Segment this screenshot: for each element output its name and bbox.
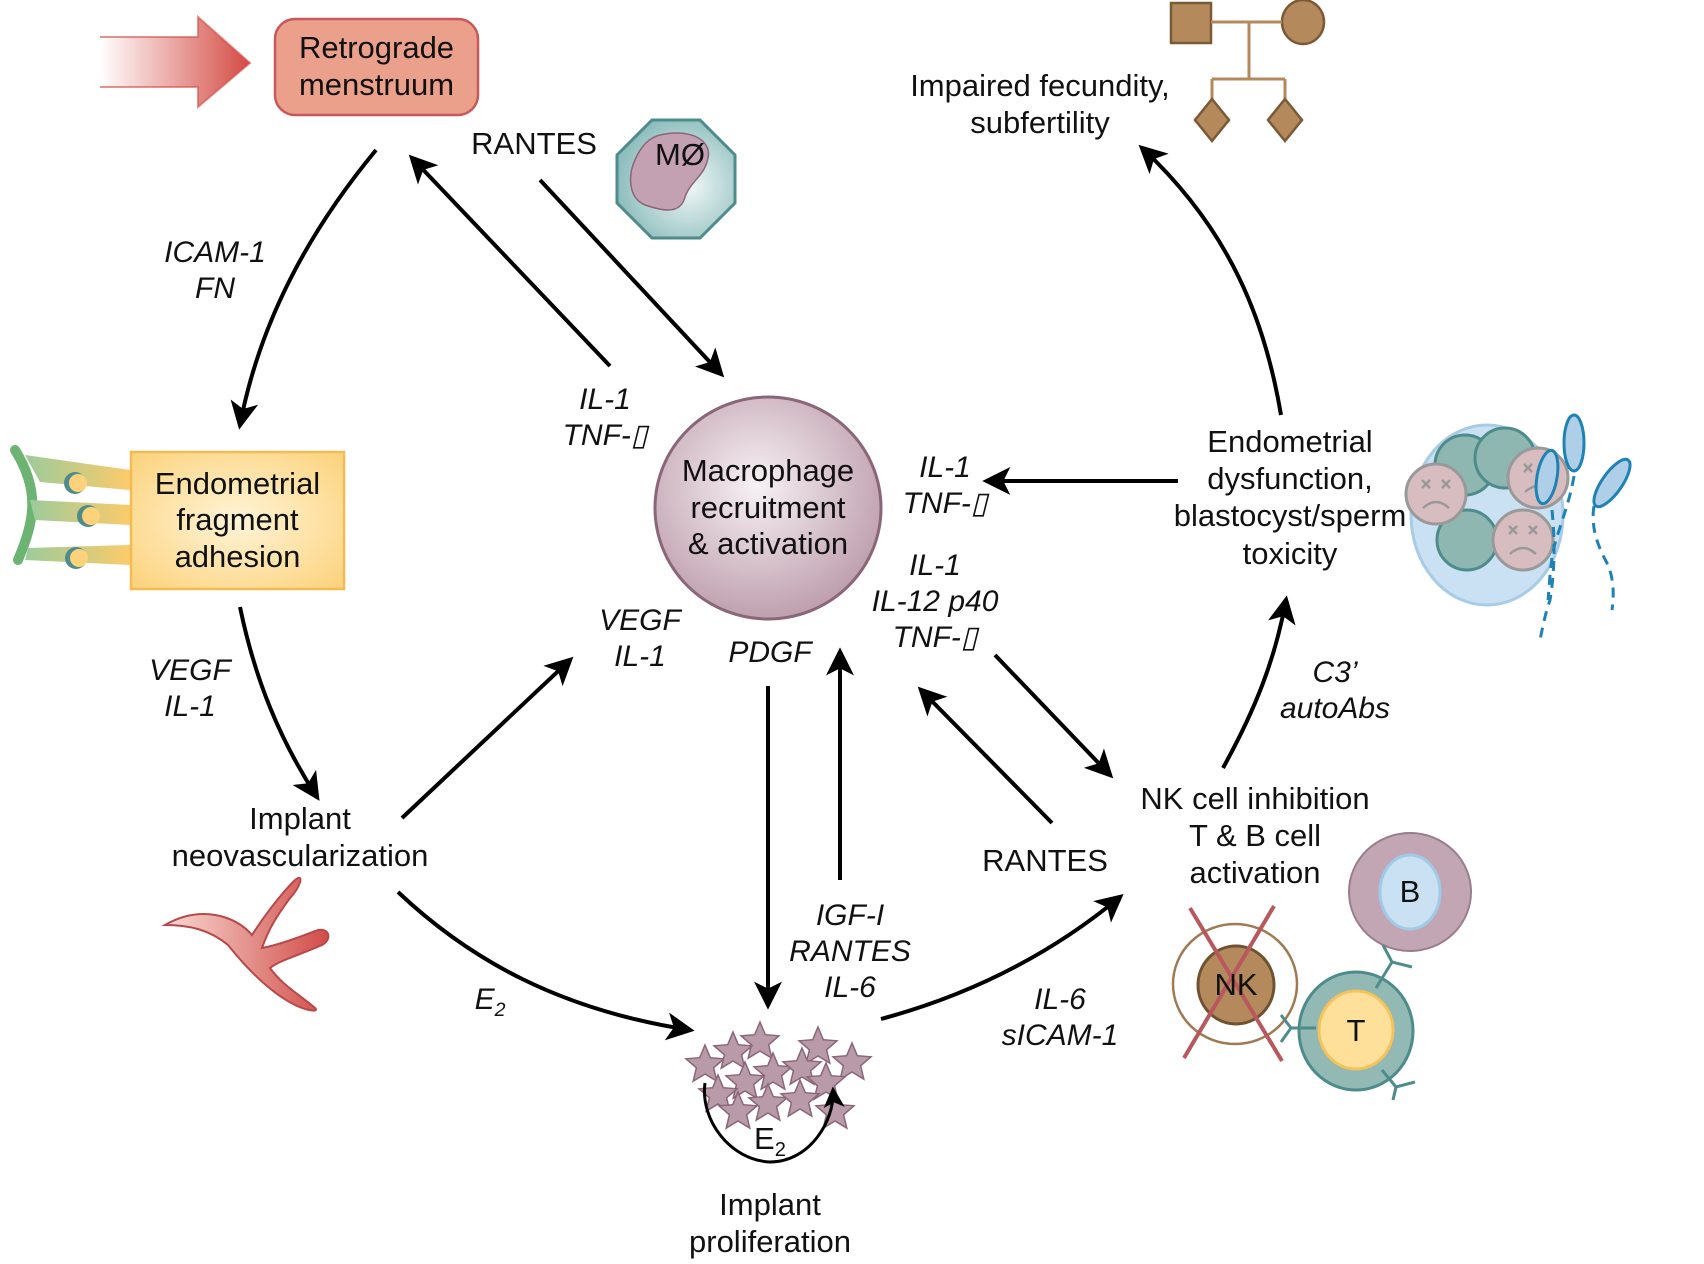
arrow-neovasc-to-proliferation: [396, 890, 695, 1041]
label-pdgf: PDGF: [728, 636, 812, 669]
macrophage-activation-circle: [653, 395, 883, 621]
implant-cell-star: [752, 1051, 794, 1091]
t-cell-label: T: [1346, 1013, 1366, 1048]
e2-text: E: [474, 983, 495, 1016]
e2-loop-subscript: 2: [774, 1139, 786, 1162]
label-rantes-right: RANTES: [982, 843, 1108, 878]
implant-cell-star: [747, 1082, 789, 1122]
implant-cells-icon: [684, 1020, 873, 1130]
t-cell-icon: [1279, 944, 1416, 1101]
label-e2-arrow: E2: [460, 982, 520, 1022]
blastocyst-icon: [1404, 423, 1570, 607]
retrograde-flow-arrow-icon: [100, 14, 252, 110]
nk-cell-label: NK: [1214, 967, 1258, 1002]
arrow-proliferation-to-nk: [880, 894, 1124, 1021]
arrow-nk-to-macrophage: [917, 686, 1054, 825]
arrow-adhesion-to-neovasc: [238, 606, 320, 801]
arrow-neovasc-to-macrophage: [400, 656, 574, 820]
macrophage-cell-icon: [615, 118, 737, 240]
blood-vessel-icon: [161, 877, 330, 1012]
implant-cell-star: [739, 1020, 781, 1060]
sperm-icon: [1534, 413, 1632, 641]
b-cell-label: B: [1399, 874, 1421, 909]
adhesion-tethers-icon: [10, 445, 130, 569]
implant-cell-star: [779, 1078, 821, 1118]
label-c3-autoabs: C3’autoAbs: [1279, 656, 1391, 725]
arrow-macrophage-to-nk: [993, 653, 1114, 779]
arrow-retrograde-to-adhesion: [230, 148, 378, 430]
e2-subscript: 2: [494, 999, 506, 1021]
macrophage-icon-label: MØ: [655, 137, 705, 172]
arrow-dysfunction-to-fecundity: [1138, 144, 1283, 416]
adhesion-box: [129, 450, 346, 591]
label-e2-loop: E2: [740, 1120, 800, 1162]
arrow-e2-self-loop: [702, 1082, 845, 1164]
arrow-macrophage-to-retrograde: [408, 154, 612, 368]
sad-face-cell: [1491, 508, 1555, 572]
implant-cell-star: [814, 1090, 856, 1130]
b-cell-icon: [1348, 832, 1472, 952]
arrow-nk-to-dysfunction: [1221, 595, 1296, 769]
arrow-rantes-to-macrophage: [538, 178, 725, 378]
implant-cell-star: [781, 1046, 823, 1086]
retrograde-menstruum-box: [273, 17, 480, 117]
implant-cell-star: [684, 1043, 726, 1083]
implant-cell-star: [717, 1090, 759, 1130]
implant-cell-star: [797, 1025, 839, 1065]
node-impaired-fecundity: Impaired fecundity,subfertility: [910, 68, 1170, 141]
implant-cell-star: [831, 1041, 873, 1081]
sad-face-cell: [1404, 462, 1468, 526]
arrows: [230, 144, 1296, 1164]
implant-cell-star: [712, 1030, 754, 1070]
pedigree-icon: [1169, 0, 1326, 143]
e2-loop-text: E: [754, 1121, 775, 1156]
nk-cell-inhibited-icon: [1171, 904, 1299, 1063]
label-rantes-top: RANTES: [471, 126, 597, 161]
